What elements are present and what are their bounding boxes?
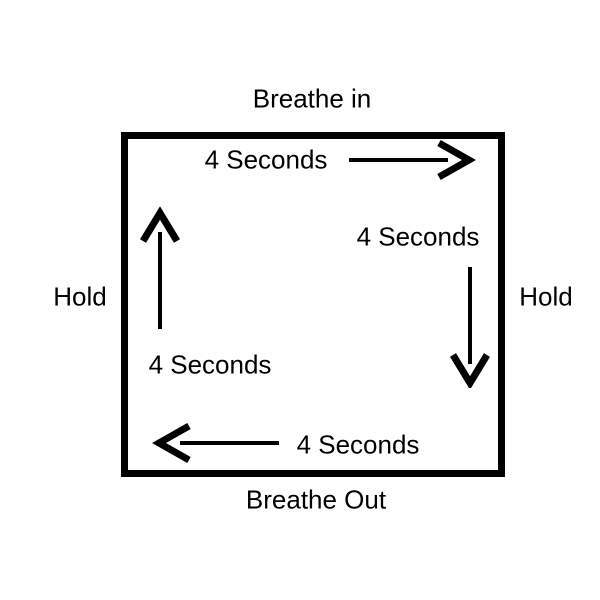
- arrow-down-icon: [450, 267, 490, 388]
- hold-left-label: Hold: [53, 281, 107, 312]
- left-duration-label: 4 Seconds: [148, 349, 272, 380]
- breathing-square: [121, 132, 505, 477]
- hold-right-label: Hold: [519, 281, 573, 312]
- top-duration-label: 4 Seconds: [204, 144, 328, 175]
- arrow-left-icon: [152, 422, 279, 464]
- breathe-in-label: Breathe in: [252, 83, 372, 114]
- right-duration-label: 4 Seconds: [356, 221, 480, 252]
- bottom-duration-label: 4 Seconds: [296, 429, 420, 460]
- breathe-out-label: Breathe Out: [245, 484, 387, 515]
- arrow-right-icon: [349, 139, 476, 181]
- arrow-up-icon: [140, 206, 180, 329]
